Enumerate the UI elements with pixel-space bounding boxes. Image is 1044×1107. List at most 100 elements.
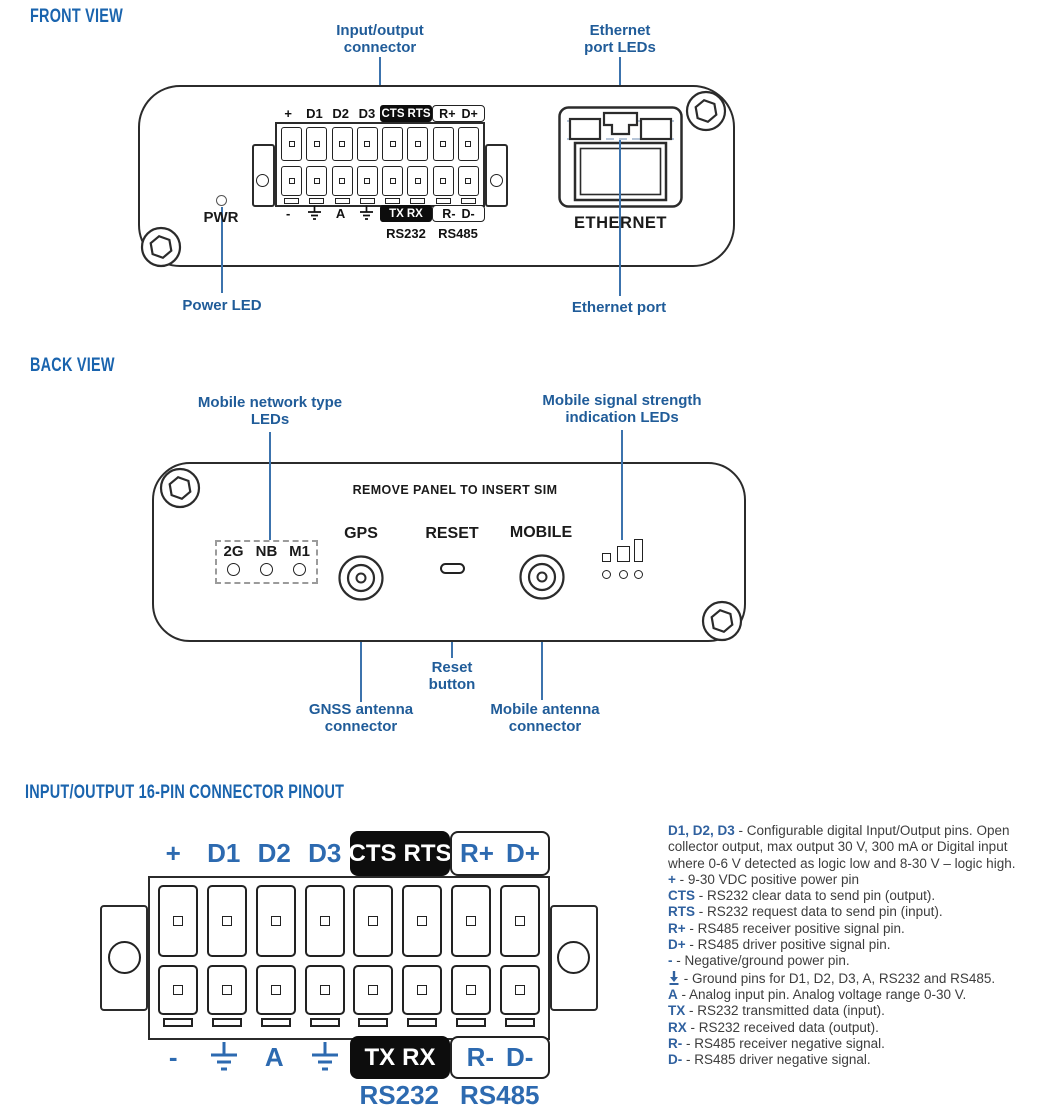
pin-label: CTS: [348, 839, 397, 867]
pin-desc: - RS232 transmitted data (input).: [689, 1003, 885, 1019]
pin-name: RTS: [668, 904, 695, 920]
pin-label: +: [284, 106, 292, 121]
antenna-connector-icon: [337, 554, 385, 602]
annotation-line-io-connector: [379, 57, 381, 107]
pin-cell: [457, 166, 479, 196]
pin-label: -: [285, 206, 291, 221]
pin-column: [382, 127, 404, 205]
pin-desc-row: R+ - RS485 receiver positive signal pin.: [668, 921, 1032, 937]
annotation-line-mobile: [541, 600, 543, 700]
pinout-serial-labels: RS232 RS485: [349, 1080, 550, 1107]
reset-button-annotation: Reset button: [428, 659, 476, 693]
ethernet-leds-annotation: Ethernet port LEDs: [584, 22, 656, 56]
pin-tail: [407, 1018, 438, 1027]
pin-name: D1, D2, D3: [668, 823, 735, 838]
rs485-pin-group: R+ D+: [450, 831, 550, 876]
pin-label: R+: [439, 106, 456, 121]
front-view-heading: FRONT VIEW: [30, 6, 123, 27]
pin-tail: [410, 198, 426, 204]
rs485-pin-group: R- D-: [432, 205, 485, 222]
pin-desc: - Analog input pin. Analog voltage range…: [681, 986, 967, 1002]
pin-tail: [385, 198, 401, 204]
pin-cell: [158, 885, 199, 957]
pin-tail: [309, 1018, 340, 1027]
pin-desc: - 9-30 VDC positive power pin: [679, 871, 859, 887]
back-panel: [152, 462, 746, 642]
pin-cell: [450, 885, 491, 957]
pin-column: [306, 127, 328, 205]
annotation-line-power-led: [221, 207, 223, 293]
ground-icon: [354, 205, 380, 222]
front-serial-labels: RS232 RS485: [380, 226, 484, 241]
pin-desc-row: R- - RS485 receiver negative signal.: [668, 1036, 1032, 1052]
pin-cell: [407, 166, 429, 196]
pin-cell: [432, 127, 454, 161]
pin-tail: [359, 198, 375, 204]
signal-led-dot: [634, 570, 643, 579]
rs232-pin-group: CTS RTS: [348, 831, 452, 876]
pin-name: R+: [668, 920, 686, 936]
back-view-heading: BACK VIEW: [30, 355, 115, 376]
pin-cell: [402, 885, 443, 957]
mount-hole: [256, 174, 269, 187]
ethernet-label: ETHERNET: [574, 214, 667, 232]
pin-cell: [450, 965, 491, 1015]
gnss-antenna-annotation: GNSS antenna connector: [308, 701, 414, 735]
pin-column: [407, 127, 429, 205]
pinout-bottom-labels: - A TX RX R- D-: [148, 1036, 550, 1079]
pin-desc-row: D+ - RS485 driver positive signal pin.: [668, 937, 1032, 953]
pin-name: D+: [668, 937, 686, 953]
pin-label: D3: [358, 106, 376, 121]
pin-cell: [331, 127, 353, 161]
screw-icon: [158, 466, 202, 510]
pin-label: D+: [461, 106, 478, 121]
pin-tail: [163, 1018, 194, 1027]
pin-desc: - RS232 request data to send pin (input)…: [698, 904, 943, 920]
pin-descriptions: D1, D2, D3 - Configurable digital Input/…: [668, 823, 1032, 1068]
pin-desc: - RS485 driver positive signal pin.: [689, 937, 891, 953]
pin-desc: - RS485 receiver positive signal pin.: [689, 920, 905, 936]
io-connector-annotation: Input/output connector: [336, 22, 424, 56]
mount-hole: [557, 941, 590, 974]
pin-tail: [334, 198, 350, 204]
ground-icon: [300, 1041, 351, 1075]
rs232-label: RS232: [359, 1080, 440, 1107]
signal-led-dot: [602, 570, 611, 579]
rs485-label: RS485: [438, 226, 478, 241]
rs232-pin-group: TX RX: [350, 1036, 450, 1079]
pin-column: [499, 885, 540, 1038]
pin-column: [432, 127, 454, 205]
rs232-pin-group: CTS RTS: [380, 105, 432, 122]
reset-button-hole: [440, 563, 465, 574]
pin-label: TX: [389, 207, 404, 220]
front-io-terminal-block: [275, 122, 485, 207]
rs232-label: RS232: [386, 226, 426, 241]
pin-label: A: [335, 206, 346, 221]
pin-cell: [402, 965, 443, 1015]
power-led-dot: [216, 195, 227, 206]
pin-label: +: [165, 838, 181, 868]
pin-column: [255, 885, 296, 1038]
gps-label: GPS: [344, 525, 378, 542]
pin-desc-row: D- - RS485 driver negative signal.: [668, 1052, 1032, 1068]
rs485-pin-group: R+ D+: [432, 105, 485, 122]
pwr-label: PWR: [203, 209, 239, 226]
mount-hole: [108, 941, 141, 974]
pin-tail: [284, 198, 300, 204]
pin-cell: [331, 166, 353, 196]
led-dot: [260, 563, 273, 576]
pin-name: RX: [668, 1019, 687, 1035]
led-2g: 2G: [217, 544, 250, 582]
pin-cell: [356, 166, 378, 196]
ground-icon: [301, 205, 327, 222]
signal-bar-3: [634, 539, 643, 562]
pin-label: TX: [364, 1043, 396, 1071]
pinout-terminal-block: [148, 876, 550, 1040]
screw-icon: [139, 225, 183, 269]
pin-label: RX: [406, 207, 423, 220]
pin-desc: - Ground pins for D1, D2, D3, A, RS232 a…: [683, 970, 996, 986]
pin-label: D-: [506, 1042, 534, 1072]
pin-name: +: [668, 871, 676, 887]
pin-desc: - RS232 clear data to send pin (output).: [698, 888, 936, 904]
